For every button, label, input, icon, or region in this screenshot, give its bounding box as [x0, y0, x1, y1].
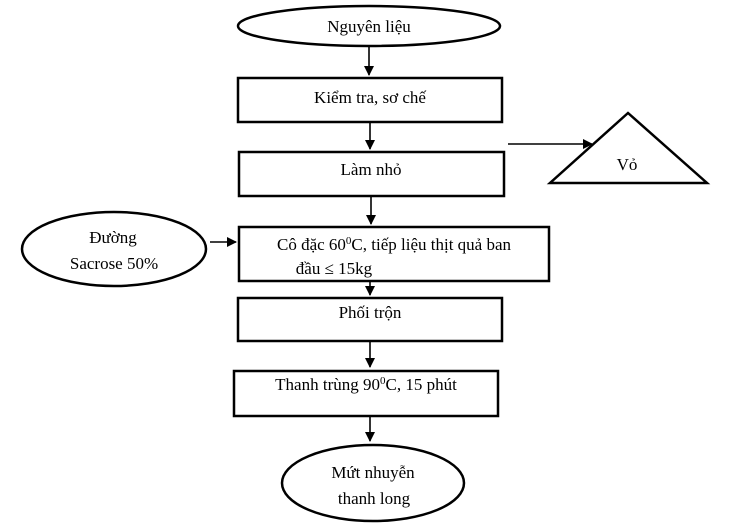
node-peel-label: Vỏ	[617, 155, 638, 174]
node-sterilize-suffix: C, 15 phút	[386, 375, 458, 394]
node-sugar-line1: Đường	[89, 228, 137, 247]
node-mix-label: Phối trộn	[339, 303, 402, 322]
node-concentrate-line1: Cô đặc 600C, tiếp liệu thịt quả ban	[277, 235, 512, 254]
node-concentrate-line1-suffix: C, tiếp liệu thịt quả ban	[351, 235, 511, 254]
node-raw-material-label: Nguyên liệu	[327, 17, 411, 36]
node-sterilize-label: Thanh trùng 900C, 15 phút	[275, 375, 457, 394]
node-mix: Phối trộn	[236, 296, 504, 343]
node-concentrate-degree-sup: 0	[346, 235, 352, 247]
node-raw-material: Nguyên liệu	[236, 4, 502, 48]
node-product-line1: Mứt nhuyễn	[331, 463, 415, 482]
node-sterilize: Thanh trùng 900C, 15 phút	[232, 369, 500, 418]
node-concentrate: Cô đặc 600C, tiếp liệu thịt quả ban đầu …	[237, 225, 551, 283]
node-chop: Làm nhỏ	[237, 150, 506, 198]
node-product: Mứt nhuyễn thanh long	[280, 443, 466, 523]
node-sugar: Đường Sacrose 50%	[20, 210, 208, 288]
node-sterilize-degree-sup: 0	[380, 375, 386, 387]
node-sterilize-prefix: Thanh trùng 90	[275, 375, 380, 394]
node-concentrate-line2: đầu ≤ 15kg	[296, 259, 373, 278]
node-concentrate-line1-prefix: Cô đặc 60	[277, 235, 346, 254]
node-sugar-line2: Sacrose 50%	[70, 254, 158, 273]
node-chop-label: Làm nhỏ	[341, 160, 402, 179]
node-inspect-prep-label: Kiểm tra, sơ chế	[314, 88, 426, 107]
node-inspect-prep: Kiểm tra, sơ chế	[236, 76, 504, 124]
node-peel: Vỏ	[546, 111, 711, 185]
node-product-line2: thanh long	[338, 489, 411, 508]
